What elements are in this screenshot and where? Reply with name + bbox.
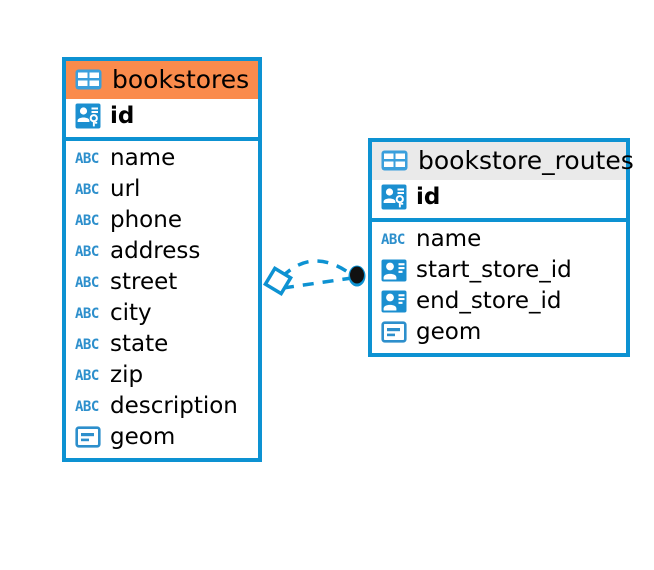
attribute-row-state[interactable]: ABC state xyxy=(66,329,258,360)
svg-text:ABC: ABC xyxy=(75,306,99,321)
svg-text:ABC: ABC xyxy=(381,232,405,247)
primary-key-icon xyxy=(75,103,101,129)
attribute-label: name xyxy=(416,225,482,252)
diamond-marker xyxy=(262,265,294,297)
attribute-row-description[interactable]: ABC description xyxy=(66,391,258,422)
attribute-row-address[interactable]: ABC address xyxy=(66,236,258,267)
svg-text:ABC: ABC xyxy=(75,151,99,166)
attribute-label: start_store_id xyxy=(416,256,572,283)
attribute-label: address xyxy=(110,237,201,264)
attribute-row-start-store-id[interactable]: start_store_id xyxy=(372,255,626,286)
filled-dot-marker-halo xyxy=(348,265,366,287)
entity-title: bookstore_routes xyxy=(418,146,634,175)
table-icon xyxy=(75,69,102,90)
attribute-label: city xyxy=(110,299,152,326)
attribute-label: geom xyxy=(110,423,176,450)
entity-header-bookstores[interactable]: bookstores xyxy=(66,61,258,99)
attribute-label: street xyxy=(110,268,178,295)
relationship-line-lower xyxy=(282,276,353,290)
entity-header-bookstore-routes[interactable]: bookstore_routes xyxy=(372,142,634,180)
svg-text:ABC: ABC xyxy=(75,213,99,228)
attribute-label: id xyxy=(416,183,441,210)
entity-bookstore-routes[interactable]: bookstore_routes id xyxy=(368,138,634,357)
text-abc-icon: ABC xyxy=(75,306,99,321)
text-abc-icon: ABC xyxy=(75,213,99,228)
text-abc-icon: ABC xyxy=(75,399,99,414)
attribute-row-pk[interactable]: id xyxy=(372,182,626,213)
svg-text:ABC: ABC xyxy=(75,244,99,259)
attribute-row-geom[interactable]: geom xyxy=(66,422,258,453)
entity-bookstores[interactable]: bookstores id xyxy=(62,57,262,462)
text-abc-icon: ABC xyxy=(75,337,99,352)
attribute-row-zip[interactable]: ABC zip xyxy=(66,360,258,391)
attribute-row-name[interactable]: ABC name xyxy=(66,143,258,174)
attribute-group: ABC name ABC url ABC phone AB xyxy=(66,141,258,458)
attribute-label: phone xyxy=(110,206,182,233)
foreign-key-icon xyxy=(381,259,407,281)
svg-text:ABC: ABC xyxy=(75,275,99,290)
attribute-row-phone[interactable]: ABC phone xyxy=(66,205,258,236)
filled-dot-marker xyxy=(350,266,364,284)
attribute-row-end-store-id[interactable]: end_store_id xyxy=(372,286,626,317)
table-icon xyxy=(381,150,408,171)
attribute-label: zip xyxy=(110,361,144,388)
entity-title: bookstores xyxy=(112,65,250,94)
text-abc-icon: ABC xyxy=(75,151,99,166)
geometry-icon xyxy=(381,321,407,343)
attribute-row-name[interactable]: ABC name xyxy=(372,224,626,255)
section-divider xyxy=(372,217,626,222)
attribute-row-pk[interactable]: id xyxy=(66,101,258,132)
text-abc-icon: ABC xyxy=(75,368,99,383)
text-abc-icon: ABC xyxy=(75,182,99,197)
attribute-group: ABC name start_store_id xyxy=(372,222,626,353)
svg-text:ABC: ABC xyxy=(75,368,99,383)
section-divider xyxy=(66,136,258,141)
attribute-label: id xyxy=(110,102,135,129)
text-abc-icon: ABC xyxy=(381,232,405,247)
attribute-row-geom[interactable]: geom xyxy=(372,317,626,348)
svg-text:ABC: ABC xyxy=(75,399,99,414)
attribute-label: name xyxy=(110,144,176,171)
attribute-row-street[interactable]: ABC street xyxy=(66,267,258,298)
relationship-line-upper xyxy=(280,259,354,279)
attribute-label: description xyxy=(110,392,238,419)
primary-key-group: id xyxy=(372,180,626,218)
geometry-icon xyxy=(75,426,101,448)
primary-key-icon xyxy=(381,184,407,210)
attribute-label: geom xyxy=(416,318,482,345)
primary-key-group: id xyxy=(66,99,258,137)
attribute-label: url xyxy=(110,175,141,202)
text-abc-icon: ABC xyxy=(75,275,99,290)
attribute-label: state xyxy=(110,330,169,357)
attribute-row-url[interactable]: ABC url xyxy=(66,174,258,205)
svg-text:ABC: ABC xyxy=(75,182,99,197)
attribute-row-city[interactable]: ABC city xyxy=(66,298,258,329)
attribute-label: end_store_id xyxy=(416,287,562,314)
foreign-key-icon xyxy=(381,290,407,312)
svg-text:ABC: ABC xyxy=(75,337,99,352)
text-abc-icon: ABC xyxy=(75,244,99,259)
